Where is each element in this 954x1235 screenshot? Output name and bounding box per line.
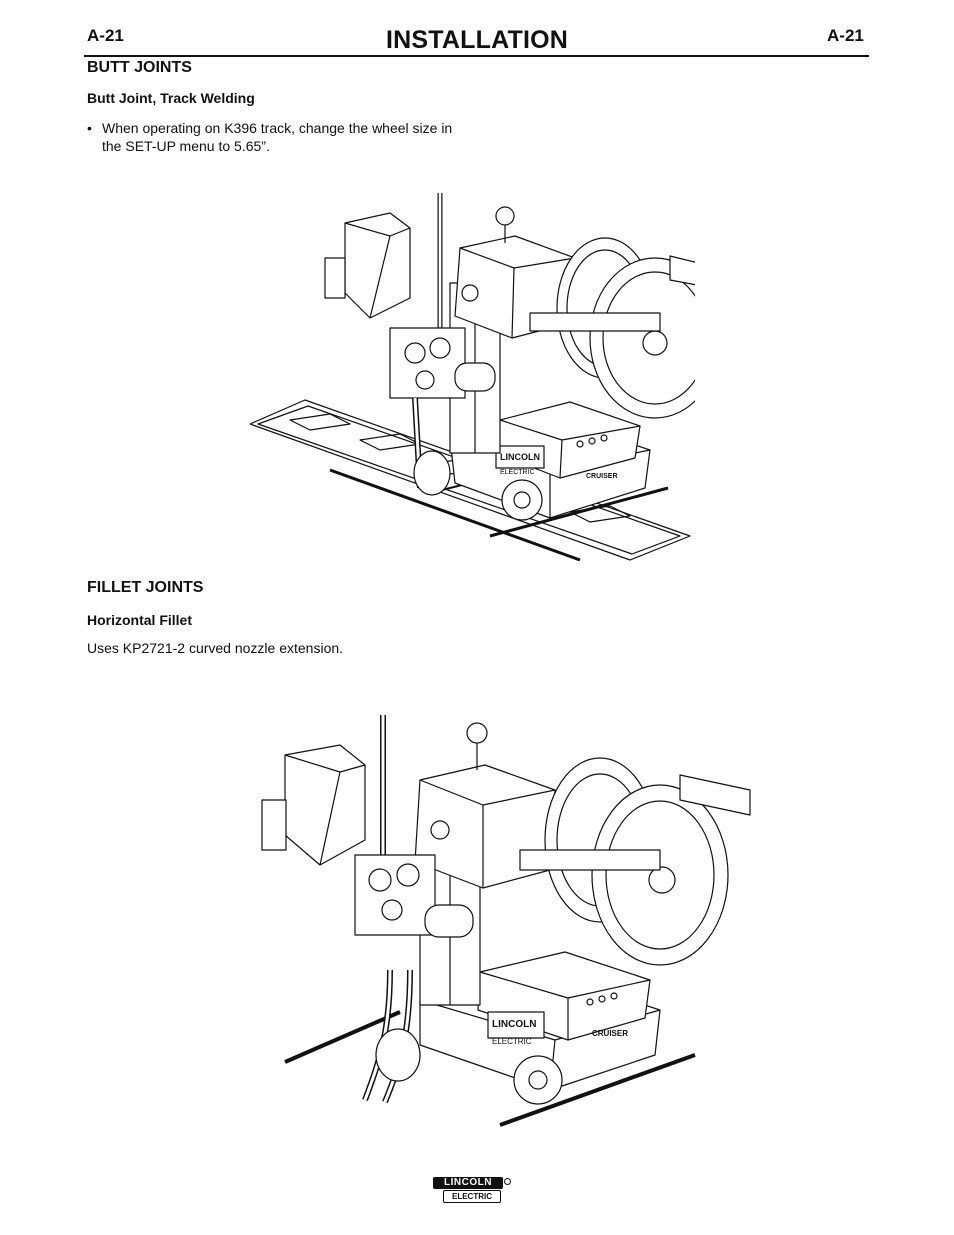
track-rail-1 [284, 1010, 401, 1064]
track-rail-1 [329, 468, 581, 562]
drive-motor [424, 904, 474, 938]
spool-bar [519, 849, 661, 871]
electric-plate-text: ELECTRIC [492, 1037, 532, 1046]
header-rule [84, 55, 869, 57]
drive-wheel [501, 479, 543, 521]
drive-wheel [513, 1055, 563, 1105]
horizontal-fillet-figure: LINCOLN ELECTRIC CRUISER [261, 715, 751, 1127]
logo-top: LINCOLN [433, 1177, 503, 1189]
lincoln-electric-logo: LINCOLN ELECTRIC [433, 1177, 511, 1203]
lifting-eye [495, 206, 515, 226]
guide-wheel [413, 450, 451, 496]
bullet-icon: • [87, 120, 92, 136]
horizontal-fillet-text: Uses KP2721-2 curved nozzle extension. [87, 640, 344, 656]
horizontal-fillet-subheading: Horizontal Fillet [87, 612, 192, 628]
track-rail-2 [489, 486, 669, 538]
wire-spool-2 [591, 784, 729, 966]
page-number-left: A-21 [87, 26, 124, 45]
lincoln-plate [487, 1011, 545, 1039]
page-title: INSTALLATION [385, 26, 568, 54]
guide-wheel [375, 1028, 421, 1082]
wire-drive [354, 854, 436, 936]
electric-plate-text: ELECTRIC [500, 469, 535, 476]
lifting-eye [466, 722, 488, 744]
fillet-joints-heading: FILLET JOINTS [87, 579, 204, 596]
butt-joint-bullet: • When operating on K396 track, change t… [87, 119, 467, 155]
butt-joint-track-figure: LINCOLN ELECTRIC CRUISER [250, 193, 695, 562]
cruiser-label: CRUISER [586, 473, 618, 480]
bullet-text: When operating on K396 track, change the… [102, 120, 453, 154]
page-number-right: A-21 [827, 26, 864, 45]
track-rail-2 [499, 1053, 696, 1127]
lincoln-plate-text: LINCOLN [500, 452, 540, 462]
registered-icon [504, 1178, 511, 1185]
spool-bar [529, 312, 661, 332]
lincoln-plate [495, 445, 545, 469]
wire-drive [389, 327, 466, 399]
cruiser-label: CRUISER [592, 1029, 628, 1038]
lincoln-plate-text: LINCOLN [492, 1019, 536, 1030]
wire-reel-cover [344, 212, 411, 319]
drive-motor [454, 362, 496, 392]
logo-bottom: ELECTRIC [443, 1190, 501, 1203]
wire-spool-2 [589, 257, 695, 419]
butt-joints-heading: BUTT JOINTS [87, 59, 192, 76]
wire-reel-cover [284, 744, 366, 866]
butt-joint-subheading: Butt Joint, Track Welding [87, 90, 255, 106]
